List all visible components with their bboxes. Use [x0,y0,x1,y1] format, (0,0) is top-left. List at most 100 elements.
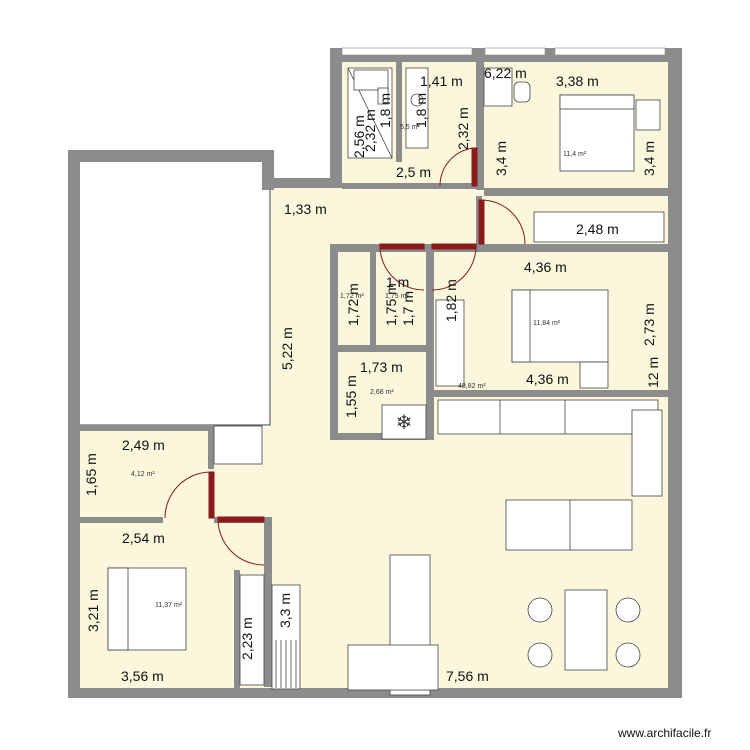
freezer [381,404,427,440]
dim-bath-1-8: 1,8 m [377,93,393,128]
wall-left-top [68,150,273,162]
windows [341,47,666,56]
nightstand-1 [635,99,661,131]
wall-top-wing-left [330,48,342,188]
furniture: ❄ [107,67,665,696]
dim-small3-1-82: 1,82 m [443,279,459,322]
stairs [213,425,263,465]
area-room4: 4,12 m² [131,471,155,478]
dim-cl-2-23: 2,23 m [239,617,255,660]
dim-right-12: 12 m [645,357,661,388]
chair-1 [527,597,553,623]
area-bath: 5,5 m² [400,124,421,131]
wall-left [68,150,80,696]
dim-bottom-7-56: 7,56 m [446,668,489,684]
dim-cl-3-3: 3,3 m [277,593,293,628]
bed-2-nightstand [579,361,609,389]
dim-bath-2-56: 2,56 m [351,115,367,158]
door-bed1 [478,199,526,245]
snowflake-icon: ❄ [396,410,413,434]
sofa-l-horizontal [347,644,439,691]
wall-small-div1 [370,250,376,346]
wall-room4-top [68,425,213,431]
dim-bed1-3-4-left: 3,4 m [493,141,509,176]
dim-bed3-2-54: 2,54 m [122,530,165,546]
doors [164,147,526,566]
window-top [484,47,546,56]
bed-2-pillows [511,289,531,363]
dim-bed2-4-36-bottom: 4,36 m [526,371,569,387]
dim-living-5-22: 5,22 m [279,327,295,370]
sofa-bench [505,499,633,551]
area-main: 48,82 m² [458,383,486,390]
wall-bed1-bottom [484,188,670,196]
area-small2: 1,75 m² [385,293,409,300]
wall-top-wing-right [668,48,682,696]
area-storage: 2,68 m² [370,389,394,396]
wall-bath-bottom [342,183,482,189]
bookshelf-lines [275,640,297,688]
door-bed3 [217,516,265,566]
dim-bath-2-5: 2,5 m [396,164,431,180]
area-bed3: 11,37 m² [155,602,183,609]
door-small3 [431,243,477,291]
side-cabinet [631,409,663,497]
dim-bed1-3-4-right: 3,4 m [641,141,657,176]
dimension-labels: 1,41 m 6,22 m 3,38 m 2,56 m 2,32 m 1,8 m… [83,65,661,684]
door-room4 [164,471,215,519]
dim-bed2-2-73: 2,73 m [641,303,657,346]
wall-bed3-right [264,517,272,687]
dim-top-6-22: 6,22 m [484,65,527,81]
wall-small-left [330,244,338,439]
dim-bed3-3-21: 3,21 m [85,589,101,632]
dim-small1-1-72: 1,72 m [345,283,361,326]
dim-bath-2-32: 2,32 m [362,109,378,152]
wall-cl-left [234,570,240,688]
chair-3 [615,597,641,623]
bed-1-pillows [559,94,635,110]
desk-chair [513,81,531,103]
washbasin-icon [410,93,424,107]
dim-top-3-38: 3,38 m [556,73,599,89]
dim-top-1-41: 1,41 m [420,73,463,89]
dim-room4-1-65: 1,65 m [83,453,99,496]
dim-wall-2-32: 2,32 m [455,107,471,150]
wall-small-mid [330,345,434,352]
wall-bed2-top [478,244,670,252]
window-bath [341,47,473,56]
chair-2 [527,642,553,668]
wall-wc-left [396,62,402,162]
dim-sd-1-55: 1,55 m [343,375,359,418]
bathtub-small [353,69,389,91]
desk [483,67,513,107]
credit-text: www.archifacile.fr [617,726,711,740]
door-small2 [379,243,425,291]
dining-table [564,589,608,671]
dim-bed2-4-36-top: 4,36 m [524,259,567,275]
chair-4 [615,642,641,668]
dim-bottom-3-56: 3,56 m [121,668,164,684]
washbasin [405,67,429,149]
wall-bath-right [476,62,484,190]
dim-sd-1-73: 1,73 m [360,359,403,375]
dim-small2-1-75: 1,75 m [383,283,399,326]
dim-room4-2-49: 2,49 m [122,437,165,453]
dim-small2-1-7: 1,7 m [400,291,416,326]
area-bed2: 11,84 m² [533,320,561,327]
door-bath [439,147,478,187]
area-small1: 1,72 m² [340,293,364,300]
bed-3-pillows [107,567,129,651]
wall-bed2-bottom [434,390,670,397]
wall-hall-top-left [262,178,334,188]
dim-hall-1-33: 1,33 m [284,201,327,217]
area-bed1: 11,4 m² [563,151,587,158]
wall-bottom [68,688,682,698]
wardrobe-1 [533,211,665,243]
terrace-block [74,159,271,426]
window-bed1 [554,47,666,56]
kitchen-counter [437,399,659,435]
area-labels: 5,5 m² 11,4 m² 1,72 m² 1,75 m² 11,84 m² … [131,124,587,609]
dim-wc-1-8: 1,8 m [413,93,429,128]
toilet [377,87,389,105]
